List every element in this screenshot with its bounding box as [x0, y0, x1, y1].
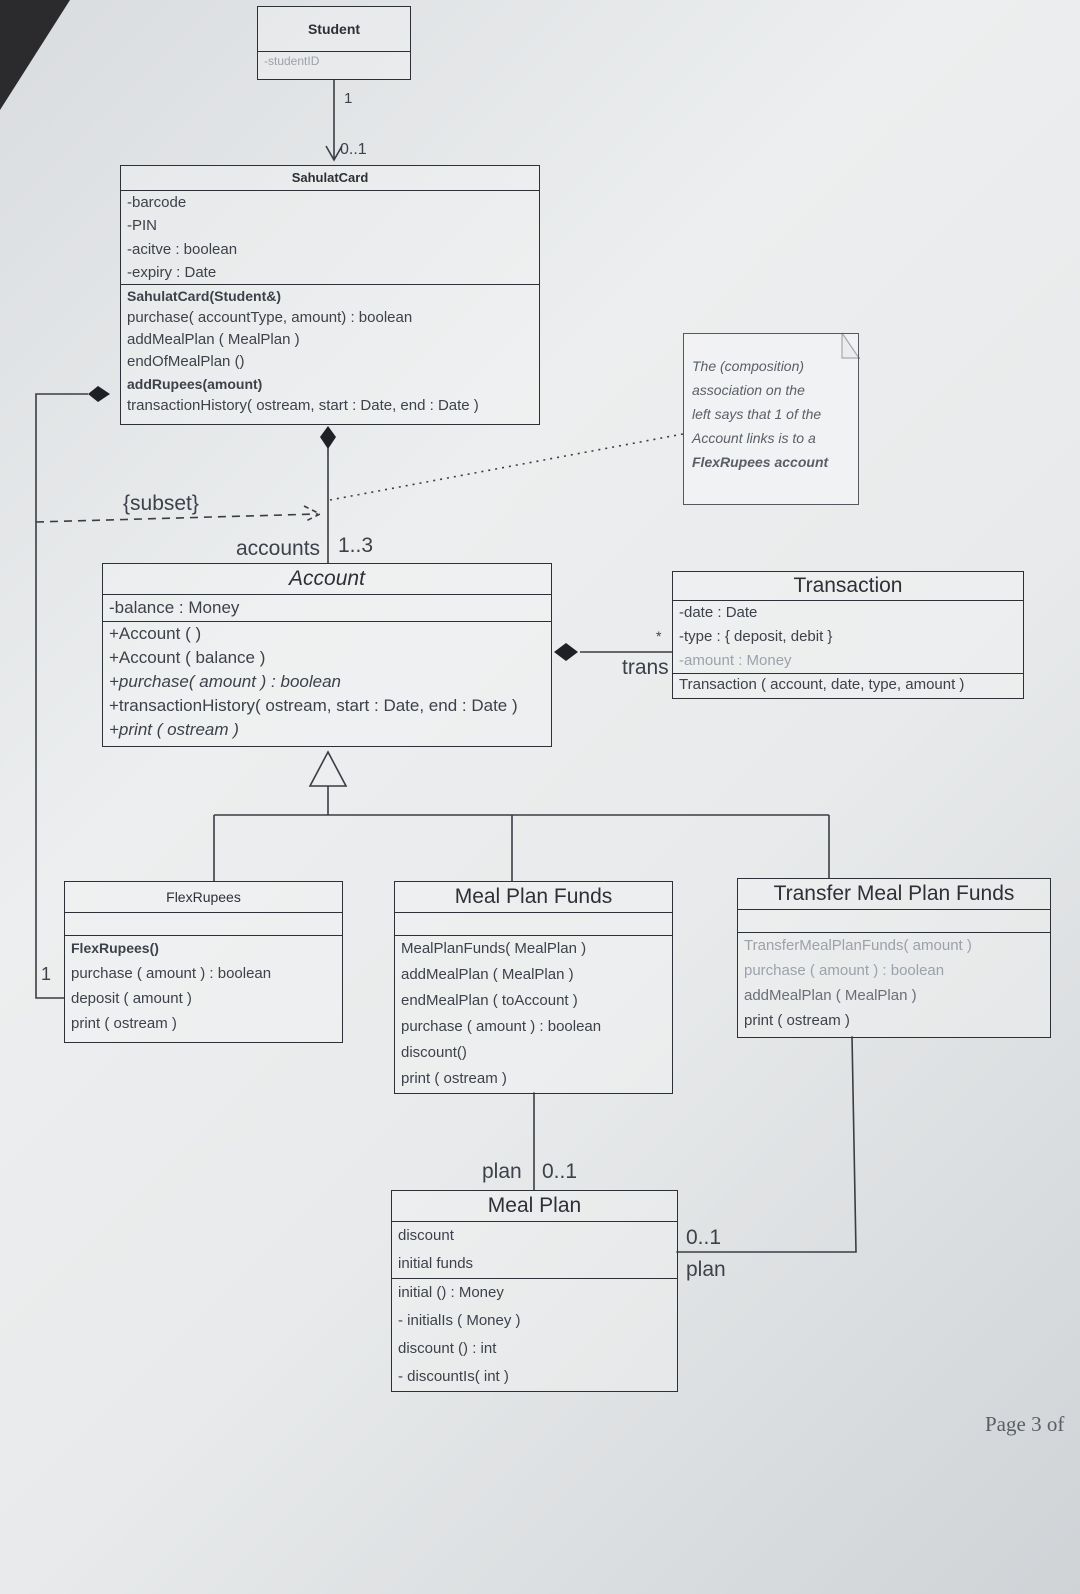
sahulatcard-op: transactionHistory( ostream, start : Dat…: [127, 397, 479, 414]
transfermealplanfunds-op: addMealPlan ( MealPlan ): [744, 987, 917, 1004]
sahulatcard-attr: -expiry : Date: [127, 263, 217, 281]
subset-constraint: {subset}: [123, 492, 199, 515]
sahulatcard-op: endOfMealPlan (): [127, 353, 245, 370]
mealplan-op: - discountIs( int ): [398, 1368, 509, 1385]
composition-diamond-left: [88, 386, 110, 402]
student-attr: -studentID: [264, 54, 320, 68]
transaction-attr: -type : { deposit, debit }: [679, 628, 833, 645]
note-composition: The (composition) association on the lef…: [683, 333, 859, 505]
account-op: +transactionHistory( ostream, start : Da…: [109, 696, 518, 715]
account-attr: -balance : Money: [109, 598, 240, 617]
mealplan-op: - initialIs ( Money ): [398, 1312, 521, 1329]
sahulatcard-attr: -acitve : boolean: [127, 240, 238, 258]
plan-multiplicity-2: 0..1: [686, 1226, 722, 1249]
card-multiplicity: 0..1: [340, 141, 367, 158]
account-op: +Account ( ): [109, 624, 202, 643]
transfermealplanfunds-op: TransferMealPlanFunds( amount ): [744, 937, 972, 954]
flexrupees-op: FlexRupees(): [71, 940, 159, 956]
mealplan-op: discount () : int: [398, 1340, 497, 1357]
transaction-attr: -date : Date: [679, 604, 758, 621]
class-transfermealplanfunds: Transfer Meal Plan Funds TransferMealPla…: [737, 878, 1051, 1038]
sahulatcard-attr: -barcode: [127, 194, 187, 211]
mealplan-attr: initial funds: [398, 1255, 474, 1272]
transfermealplanfunds-op: purchase ( amount ) : boolean: [744, 962, 945, 979]
photo-shadow-corner: [0, 0, 70, 110]
class-flexrupees: FlexRupees FlexRupees() purchase ( amoun…: [64, 881, 343, 1043]
flexrupees-multiplicity: 1: [41, 964, 52, 984]
transaction-op: Transaction ( account, date, type, amoun…: [679, 676, 965, 693]
flexrupees-op: deposit ( amount ): [71, 990, 192, 1007]
mealplan-attr: discount: [398, 1227, 454, 1244]
account-op: +purchase( amount ) : boolean: [109, 672, 342, 691]
class-mealplan: Meal Plan discount initial funds initial…: [391, 1190, 678, 1392]
mealplanfunds-title: Meal Plan Funds: [454, 885, 613, 908]
composition-diamond-account: [320, 426, 336, 449]
accounts-multiplicity: 1..3: [338, 534, 374, 557]
class-mealplanfunds: Meal Plan Funds MealPlanFunds( MealPlan …: [394, 881, 673, 1094]
mealplanfunds-op: addMealPlan ( MealPlan ): [401, 966, 574, 983]
account-op: +print ( ostream ): [109, 720, 239, 739]
sahulatcard-op: addMealPlan ( MealPlan ): [127, 331, 300, 348]
sahulatcard-op: SahulatCard(Student&): [127, 288, 281, 304]
transfermealplanfunds-title: Transfer Meal Plan Funds: [773, 882, 1015, 905]
sahulatcard-attr: -PIN: [127, 217, 157, 235]
note-line: left says that 1 of the: [692, 406, 822, 422]
composition-diamond-trans: [554, 643, 578, 661]
mealplanfunds-op: print ( ostream ): [401, 1070, 507, 1087]
trans-role: trans: [622, 656, 669, 679]
plan-role: plan: [482, 1160, 522, 1183]
mealplan-op: initial () : Money: [398, 1284, 504, 1301]
trans-multiplicity: *: [656, 628, 662, 644]
sahulatcard-title: SahulatCard: [291, 170, 369, 185]
flexrupees-title: FlexRupees: [166, 889, 241, 905]
mealplanfunds-op: purchase ( amount ) : boolean: [401, 1018, 602, 1035]
sahulatcard-op: purchase( accountType, amount) : boolean: [127, 309, 413, 326]
generalization-triangle: [308, 750, 348, 787]
student-multiplicity: 1: [344, 90, 353, 107]
mealplanfunds-op: endMealPlan ( toAccount ): [401, 992, 578, 1009]
class-account: Account -balance : Money +Account ( ) +A…: [102, 563, 552, 747]
transfermealplanfunds-op: print ( ostream ): [744, 1012, 850, 1029]
mealplanfunds-op: discount(): [401, 1044, 467, 1061]
flexrupees-op: print ( ostream ): [71, 1015, 177, 1032]
class-sahulatcard: SahulatCard -barcode -PIN -acitve : bool…: [120, 165, 540, 425]
accounts-role: accounts: [236, 537, 321, 560]
note-line: association on the: [692, 382, 805, 398]
account-op: +Account ( balance ): [109, 648, 266, 667]
student-title: Student: [307, 21, 361, 37]
mealplan-title: Meal Plan: [487, 1194, 582, 1217]
note-line: FlexRupees account: [692, 454, 829, 470]
plan-role-2: plan: [686, 1258, 726, 1281]
plan-multiplicity: 0..1: [542, 1160, 578, 1183]
note-line: Account links is to a: [692, 430, 816, 446]
account-title: Account: [289, 567, 365, 590]
transaction-title: Transaction: [793, 574, 903, 597]
flexrupees-op: purchase ( amount ) : boolean: [71, 965, 272, 982]
sahulatcard-op: addRupees(amount): [127, 376, 263, 392]
page-number: Page 3 of: [985, 1412, 1065, 1436]
note-line: The (composition): [692, 358, 805, 374]
class-transaction: Transaction -date : Date -type : { depos…: [672, 571, 1024, 699]
mealplanfunds-op: MealPlanFunds( MealPlan ): [401, 940, 587, 957]
transaction-attr: -amount : Money: [679, 652, 792, 669]
class-student: Student -studentID: [257, 6, 411, 80]
